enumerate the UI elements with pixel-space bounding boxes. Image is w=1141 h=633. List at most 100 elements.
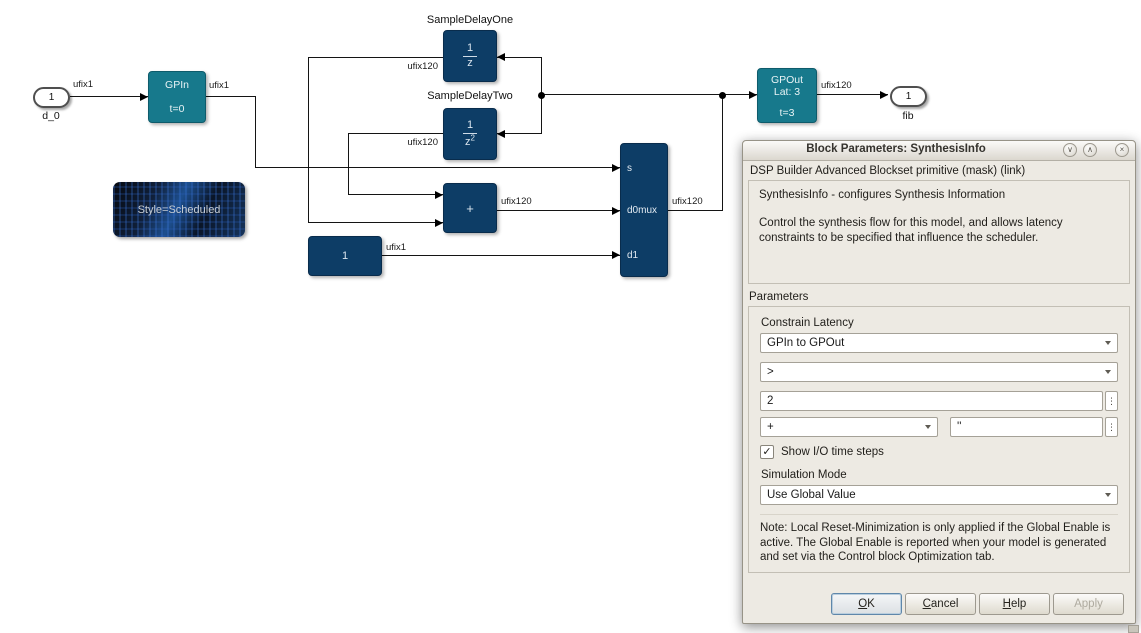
block-parameters-dialog: Block Parameters: SynthesisInfo ∨ ∧ × DS… — [742, 140, 1136, 624]
simulation-mode-value: Use Global Value — [767, 489, 856, 501]
signal-label: ufix120 — [407, 137, 438, 148]
gpout-time: t=3 — [779, 107, 795, 119]
show-io-time-steps-label: Show I/O time steps — [781, 446, 884, 458]
wire-arrow-icon — [435, 191, 443, 199]
wire-arrow-icon — [612, 164, 620, 172]
wire-segment — [308, 222, 443, 223]
string-value-field[interactable]: '' — [950, 417, 1103, 437]
gpout-block[interactable]: GPOut Lat: 3 t=3 — [757, 68, 817, 123]
wire-junction-dot — [719, 92, 726, 99]
simulation-mode-dropdown[interactable]: Use Global Value — [760, 485, 1118, 505]
dialog-button-row: OK Cancel Help Apply — [748, 593, 1130, 617]
wire-segment — [382, 255, 620, 256]
dialog-title: Block Parameters: SynthesisInfo — [806, 143, 986, 155]
parameters-section-label: Parameters — [749, 291, 809, 303]
show-io-time-steps-row: ✓ Show I/O time steps — [760, 445, 1118, 459]
mux-port-d1: d1 — [627, 250, 639, 261]
latency-value-field[interactable]: 2 — [760, 391, 1103, 411]
signal-label: ufix120 — [672, 196, 703, 207]
gpin-time: t=0 — [169, 103, 185, 115]
fraction-numerator: 1 — [462, 42, 478, 57]
dropdown-caret-icon — [1105, 493, 1111, 497]
wire-arrow-icon — [497, 130, 505, 138]
signal-label: ufix1 — [386, 242, 407, 253]
dropdown-caret-icon — [1105, 370, 1111, 374]
plus-value: + — [767, 421, 774, 433]
apply-button[interactable]: Apply — [1053, 593, 1124, 615]
operator-dropdown[interactable]: > — [760, 362, 1118, 382]
wire-segment — [308, 57, 443, 58]
parameters-frame: Constrain Latency GPIn to GPOut > 2 ⋮ + — [748, 306, 1130, 574]
wire-segment — [206, 96, 256, 97]
adder-block[interactable]: + — [443, 183, 497, 233]
input-port-name: d_0 — [42, 110, 60, 122]
style-annotation[interactable]: Style=Scheduled — [113, 182, 245, 237]
wire-segment — [348, 133, 349, 195]
dialog-subtitle: DSP Builder Advanced Blockset primitive … — [750, 165, 1026, 177]
cancel-button[interactable]: Cancel — [905, 593, 976, 615]
description-line1: SynthesisInfo - configures Synthesis Inf… — [759, 189, 1006, 201]
wire-segment — [255, 96, 256, 168]
resize-grip[interactable] — [1128, 625, 1139, 633]
output-port-name: fib — [902, 110, 914, 122]
wire-arrow-icon — [612, 207, 620, 215]
show-io-time-steps-checkbox[interactable]: ✓ — [760, 445, 774, 459]
dropdown-caret-icon — [925, 425, 931, 429]
wire-segment — [70, 96, 148, 97]
signal-label: ufix1 — [73, 79, 94, 90]
dropdown-caret-icon — [1105, 341, 1111, 345]
field-menu-button[interactable]: ⋮ — [1105, 417, 1118, 437]
wire-segment — [497, 210, 620, 211]
wire-arrow-icon — [749, 91, 757, 99]
adder-symbol: + — [466, 200, 474, 216]
wire-segment — [255, 167, 620, 168]
style-annotation-label: Style=Scheduled — [137, 203, 221, 216]
mux-name: mux — [638, 205, 658, 216]
wire-arrow-icon — [435, 219, 443, 227]
constrain-latency-dropdown[interactable]: GPIn to GPOut — [760, 333, 1118, 353]
wire-junction-dot — [538, 92, 545, 99]
wire-segment — [308, 57, 309, 223]
shade-icon[interactable]: ∨ — [1063, 143, 1077, 157]
output-port[interactable]: 1 — [890, 86, 927, 107]
signal-label: ufix120 — [821, 80, 852, 91]
wire-arrow-icon — [140, 93, 148, 101]
wire-arrow-icon — [497, 53, 505, 61]
description-line2: Control the synthesis flow for this mode… — [759, 217, 1063, 244]
unshade-icon[interactable]: ∧ — [1083, 143, 1097, 157]
gpin-block[interactable]: GPIn t=0 — [148, 71, 206, 123]
dialog-titlebar[interactable]: Block Parameters: SynthesisInfo ∨ ∧ × — [743, 141, 1135, 161]
operator-value: > — [767, 366, 774, 378]
fraction-numerator: 1 — [462, 119, 478, 134]
mux-block[interactable]: s d0mux d1 — [620, 143, 668, 277]
gpout-title: GPOut — [770, 74, 804, 86]
input-port[interactable]: 1 — [33, 87, 70, 108]
delay-two-name: SampleDelayTwo — [427, 90, 513, 102]
delay-one-name: SampleDelayOne — [426, 14, 514, 26]
fraction-denominator: z — [467, 57, 473, 69]
wire-segment — [668, 210, 723, 211]
help-button[interactable]: Help — [979, 593, 1050, 615]
wire-segment — [348, 194, 443, 195]
constant-block[interactable]: 1 — [308, 236, 382, 276]
wire-arrow-icon — [880, 91, 888, 99]
plus-dropdown[interactable]: + — [760, 417, 938, 437]
constant-value: 1 — [341, 250, 349, 262]
gpin-title: GPIn — [165, 79, 189, 91]
wire-segment — [722, 94, 723, 211]
close-icon[interactable]: × — [1115, 143, 1129, 157]
wire-arrow-icon — [612, 251, 620, 259]
note-text: Note: Local Reset-Minimization is only a… — [760, 514, 1118, 565]
mux-port-s: s — [627, 163, 632, 174]
constrain-latency-value: GPIn to GPOut — [767, 337, 845, 349]
field-menu-button[interactable]: ⋮ — [1105, 391, 1118, 411]
constrain-latency-label: Constrain Latency — [761, 317, 854, 329]
ok-button[interactable]: OK — [831, 593, 902, 615]
signal-label: ufix120 — [407, 61, 438, 72]
wire-segment — [497, 133, 541, 134]
